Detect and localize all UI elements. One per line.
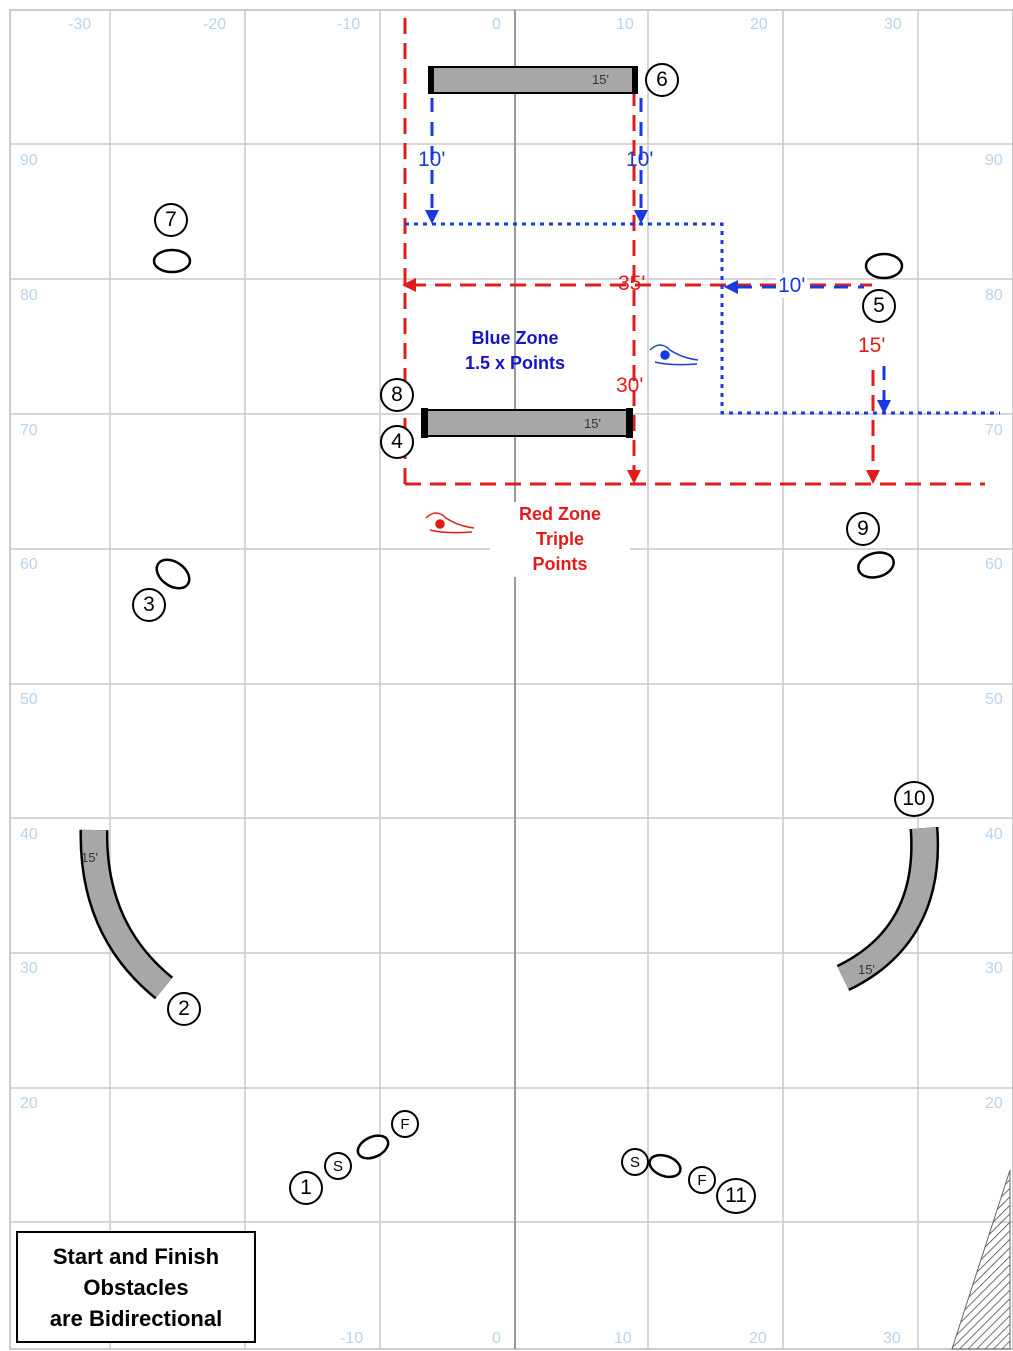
blue-zone-title: Blue Zone xyxy=(471,328,559,348)
y-label-40-right: 40 xyxy=(985,826,1003,843)
hatched-corner xyxy=(951,1169,1011,1350)
red-zone-label: Red Zone Triple Points xyxy=(490,502,630,577)
right-curve-length: 15' xyxy=(858,962,875,977)
bottom-label-20: 20 xyxy=(749,1330,767,1347)
note-line-3: are Bidirectional xyxy=(49,1305,223,1331)
obstacle-11-badge: 11 xyxy=(716,1178,756,1214)
x-label-0: 0 xyxy=(492,16,501,33)
bottom-label-minus10: -10 xyxy=(340,1330,364,1347)
obstacle-2-badge: 2 xyxy=(167,992,201,1026)
red-zone-points-line1: Triple xyxy=(535,529,584,549)
blue-zone-dog-icon xyxy=(649,344,699,366)
red-zone-title: Red Zone xyxy=(518,504,601,524)
start-marker-1: S xyxy=(324,1152,352,1180)
top-bar-length: 15' xyxy=(592,72,609,87)
obstacle-8-badge: 8 xyxy=(380,378,414,412)
red-zone-dog-icon xyxy=(425,512,475,534)
red-measure-15: 15' xyxy=(858,334,886,357)
top-bar-obstacle xyxy=(431,66,637,94)
y-label-30-right: 30 xyxy=(985,960,1003,977)
obstacle-9-badge: 9 xyxy=(846,512,880,546)
blue-measure-horizontal: 10' xyxy=(776,274,808,298)
blue-zone-label: Blue Zone 1.5 x Points xyxy=(430,326,600,376)
y-label-70-right: 70 xyxy=(985,422,1003,439)
mid-bar-obstacle xyxy=(423,409,632,437)
y-label-50-right: 50 xyxy=(985,691,1003,708)
obstacle-6-badge: 6 xyxy=(645,63,679,97)
obstacle-10-badge: 10 xyxy=(894,781,934,817)
bottom-label-0: 0 xyxy=(492,1330,501,1347)
y-label-20-right: 20 xyxy=(985,1095,1003,1112)
bottom-label-30: 30 xyxy=(883,1330,901,1347)
x-label-minus10: -10 xyxy=(337,16,361,33)
x-label-20: 20 xyxy=(750,16,768,33)
x-label-minus30: -30 xyxy=(68,16,92,33)
bidirectional-note: Start and Finish Obstacles are Bidirecti… xyxy=(16,1231,256,1343)
x-label-30: 30 xyxy=(884,16,902,33)
start-marker-11: S xyxy=(621,1148,649,1176)
y-label-60-right: 60 xyxy=(985,556,1003,573)
finish-marker-11: F xyxy=(688,1166,716,1194)
obstacle-1-badge: 1 xyxy=(289,1171,323,1205)
x-label-minus20: -20 xyxy=(203,16,227,33)
y-label-50-left: 50 xyxy=(20,691,38,708)
blue-measure-left: 10' xyxy=(418,148,446,171)
obstacle-4-badge: 4 xyxy=(380,425,414,459)
blue-arrowheads xyxy=(425,210,891,414)
red-measure-35: 35' xyxy=(618,272,646,295)
y-label-80-left: 80 xyxy=(20,287,38,304)
tire-obstacles xyxy=(152,248,904,1179)
note-line-2: Obstacles xyxy=(83,1274,189,1300)
y-label-70-left: 70 xyxy=(20,422,38,439)
red-arrowheads xyxy=(402,278,880,484)
y-label-90-left: 90 xyxy=(20,152,38,169)
red-measure-30: 30' xyxy=(616,374,644,397)
blue-zone-points: 1.5 x Points xyxy=(464,353,566,373)
x-label-10: 10 xyxy=(616,16,634,33)
obstacle-3-badge: 3 xyxy=(132,588,166,622)
y-label-20-left: 20 xyxy=(20,1095,38,1112)
y-label-80-right: 80 xyxy=(985,287,1003,304)
blue-measure-right: 10' xyxy=(626,148,654,171)
obstacle-5-badge: 5 xyxy=(862,289,896,323)
left-curve-length: 15' xyxy=(81,850,98,865)
red-zone-points-line2: Points xyxy=(532,554,588,574)
finish-marker-1: F xyxy=(391,1110,419,1138)
note-line-1: Start and Finish xyxy=(52,1243,220,1269)
mid-bar-length: 15' xyxy=(584,416,601,431)
blue-zone-boundary xyxy=(405,98,1000,415)
y-label-90-right: 90 xyxy=(985,152,1003,169)
bottom-label-10: 10 xyxy=(614,1330,632,1347)
y-label-40-left: 40 xyxy=(20,826,38,843)
obstacle-7-badge: 7 xyxy=(154,203,188,237)
y-label-60-left: 60 xyxy=(20,556,38,573)
y-label-30-left: 30 xyxy=(20,960,38,977)
